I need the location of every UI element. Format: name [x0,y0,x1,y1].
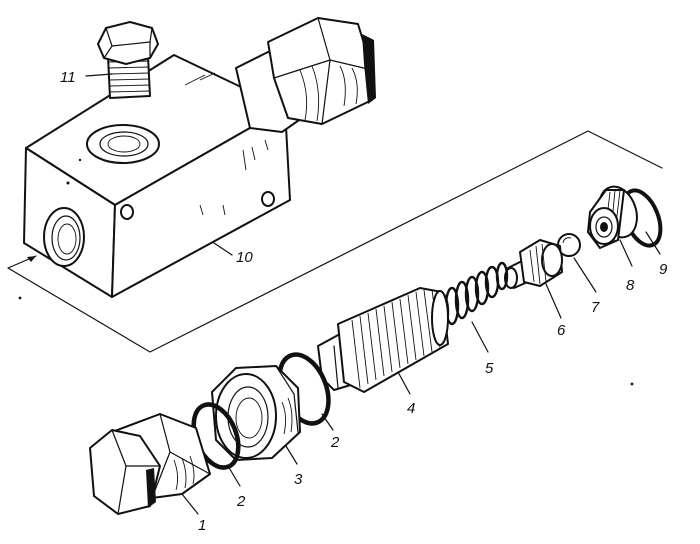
valve-body [23,54,291,298]
callout-8: 8 [626,277,635,294]
callout-2-lower: 2 [236,493,246,510]
leader-lines [85,73,661,515]
callout-4: 4 [407,400,415,417]
callout-10: 10 [236,249,253,266]
body-fitting-nut [235,17,376,133]
callout-3: 3 [294,471,303,488]
assembly-axis-line [7,130,663,353]
callout-1: 1 [198,517,206,534]
callout-6: 6 [557,322,566,339]
speck-mark [630,382,634,386]
threaded-sleeve [317,287,449,393]
union-nut [211,365,301,461]
valve-seat [504,239,563,289]
callout-labels: 11 10 9 8 7 6 5 4 3 2 2 1 [60,69,668,534]
callout-11: 11 [60,69,76,86]
callout-2-upper: 2 [330,434,340,451]
callout-7: 7 [591,299,600,316]
speck-mark [18,296,22,300]
callout-5: 5 [485,360,494,377]
plug-bolt [97,21,159,99]
callout-9: 9 [659,261,668,278]
check-ball [557,233,581,257]
end-cap-nut [89,413,211,515]
adjusting-plug [587,185,638,249]
